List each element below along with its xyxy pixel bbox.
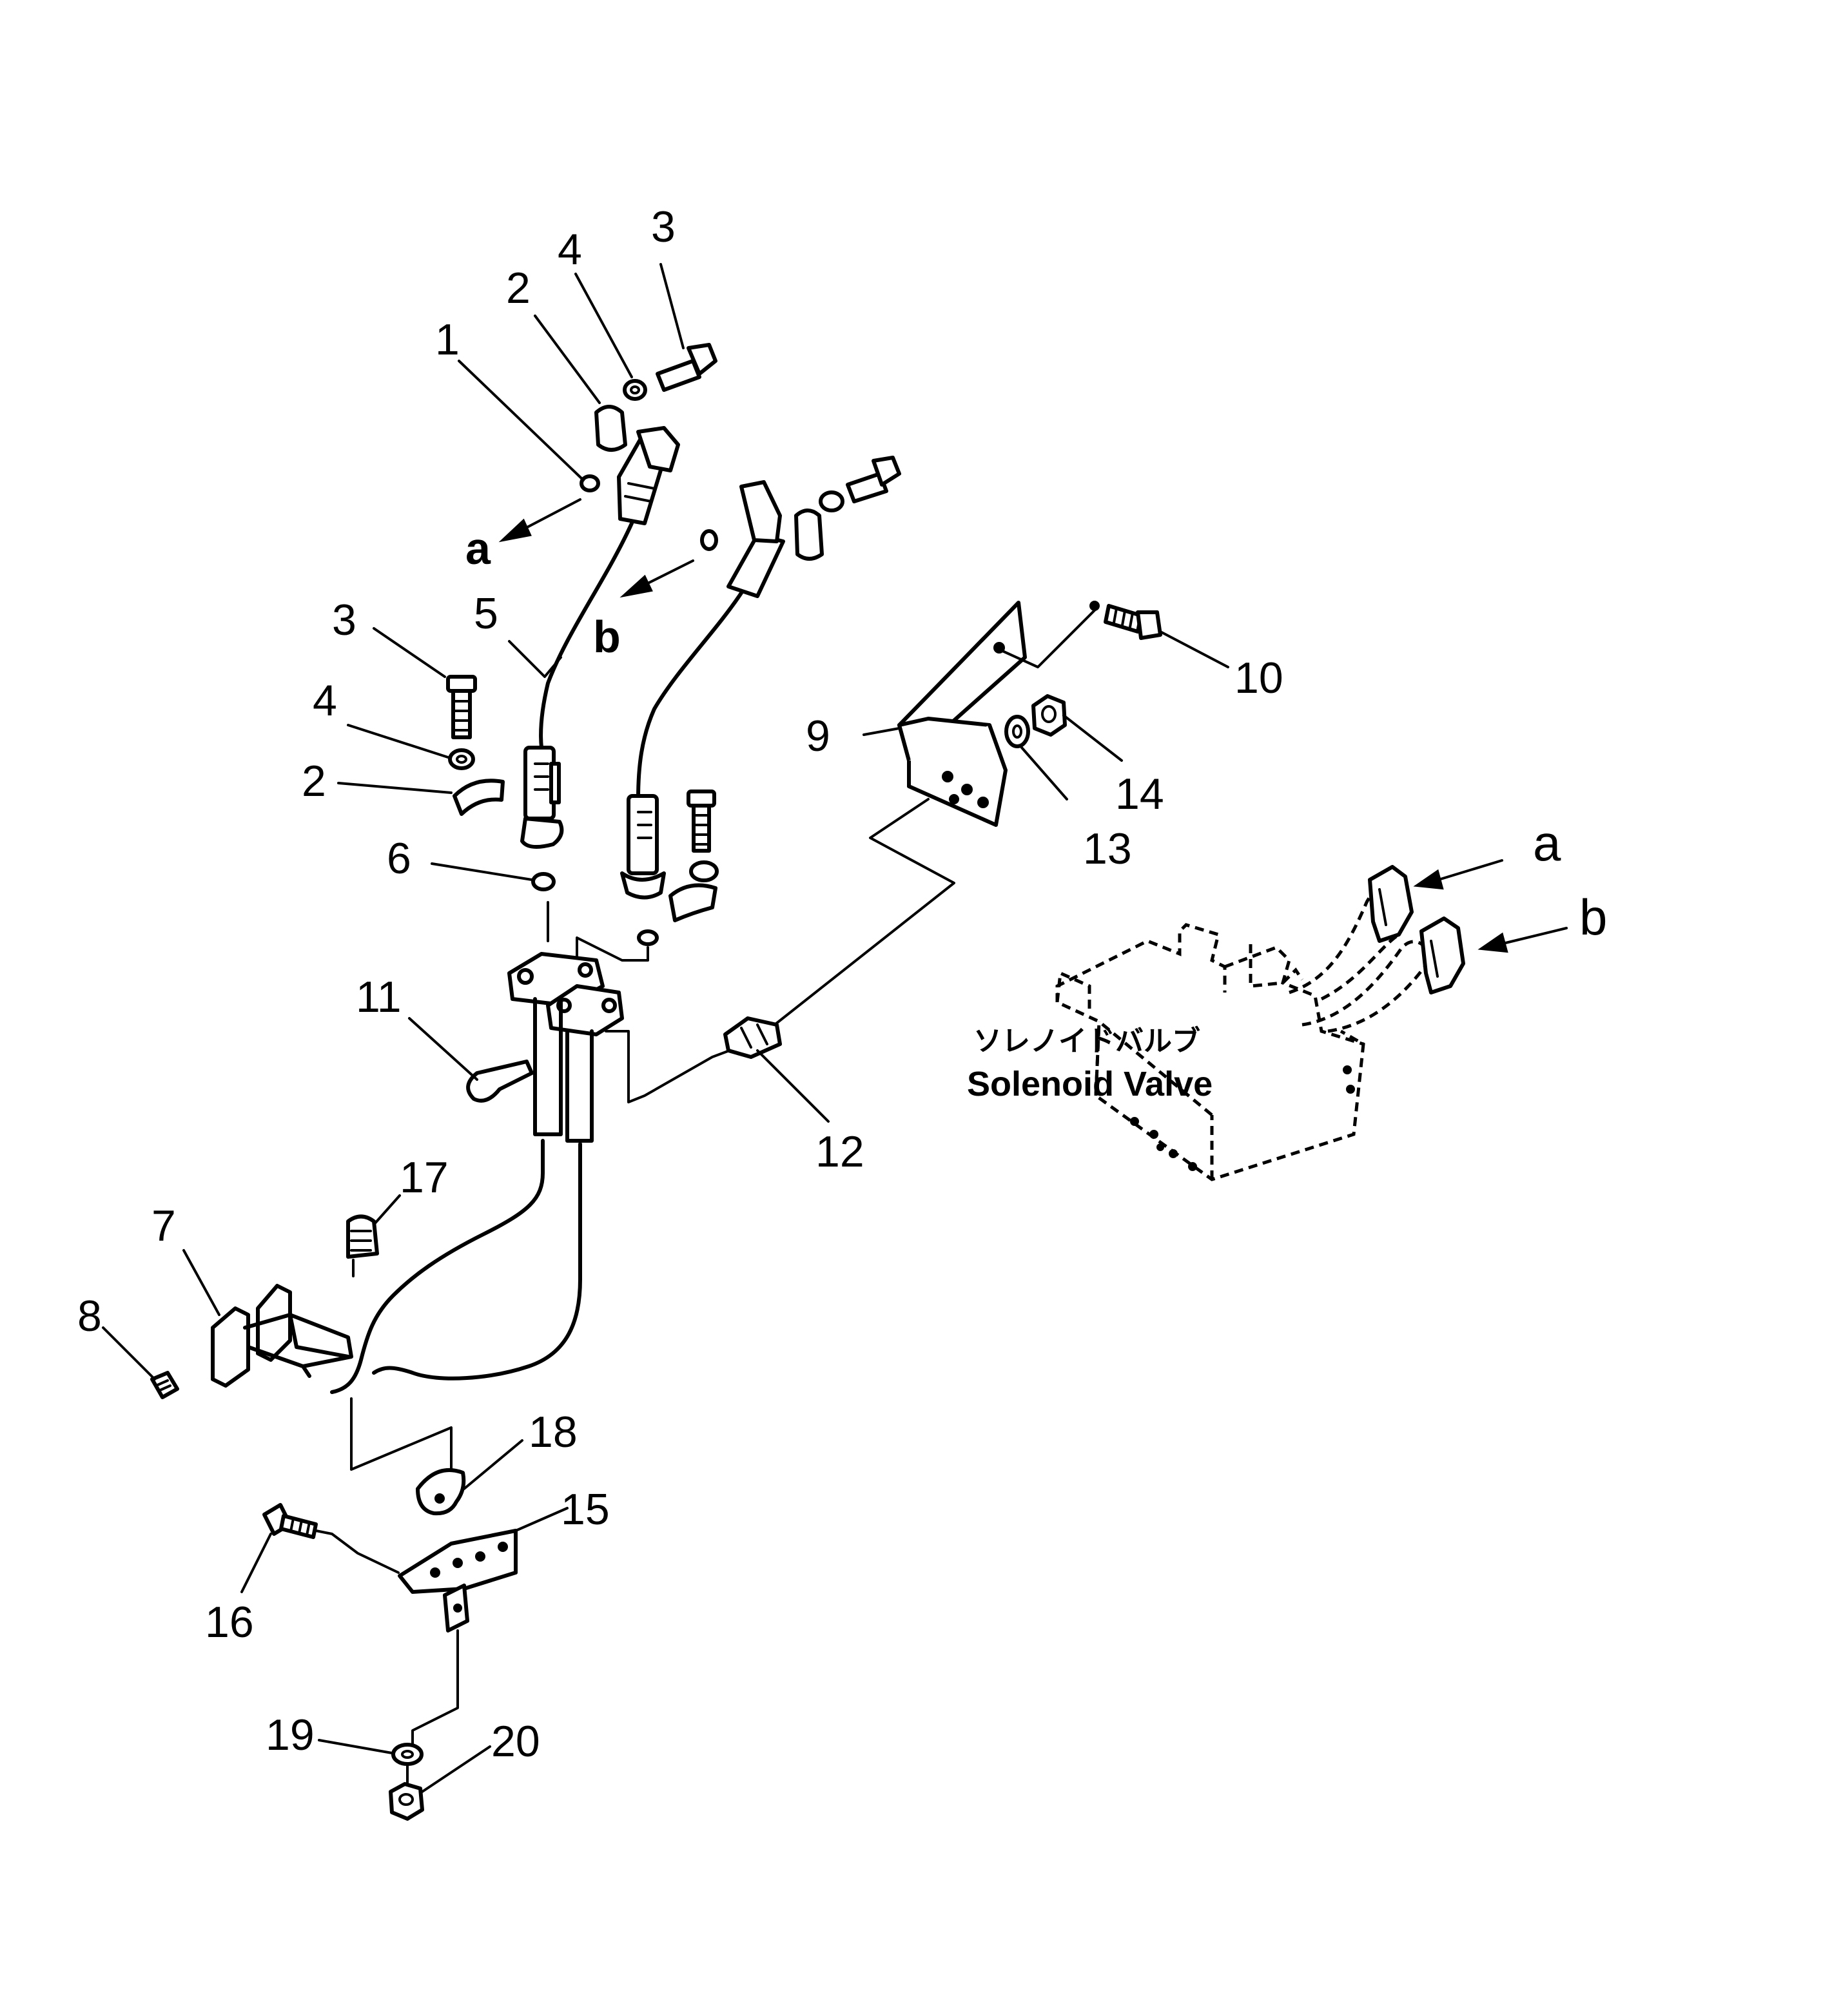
o-ring-6 bbox=[531, 872, 556, 891]
callout-2-mid: 2 bbox=[302, 757, 326, 806]
marker-b-left: b bbox=[593, 612, 621, 662]
bracket-9 bbox=[897, 601, 1027, 827]
callout-12: 12 bbox=[815, 1127, 864, 1176]
bolt-16 bbox=[262, 1503, 318, 1539]
washer-b-top bbox=[819, 490, 844, 512]
callout-7: 7 bbox=[151, 1201, 176, 1250]
callout-3-mid: 3 bbox=[332, 596, 356, 645]
callout-4-top: 4 bbox=[558, 225, 582, 274]
callout-15: 15 bbox=[561, 1485, 610, 1534]
bolt-b-top bbox=[846, 456, 901, 503]
washer-4-mid bbox=[448, 748, 475, 770]
arrow-a-left bbox=[498, 498, 581, 543]
pipe-left bbox=[533, 997, 563, 1136]
split-flange-b-top bbox=[794, 509, 824, 561]
o-ring-lower-b bbox=[637, 929, 659, 946]
callout-2-top: 2 bbox=[506, 264, 531, 313]
bolt-3-lower-b bbox=[687, 790, 716, 853]
split-flange-2-mid bbox=[453, 779, 505, 816]
marker-a-left: a bbox=[465, 523, 491, 574]
pipe-right bbox=[565, 1029, 594, 1143]
split-flange-2-top bbox=[594, 405, 627, 452]
clamp-12 bbox=[723, 1016, 782, 1059]
hose-b-upper-fitting bbox=[726, 480, 785, 598]
arrow-b-left bbox=[619, 559, 694, 598]
hose-b-lower-fitting bbox=[620, 794, 666, 900]
callout-9: 9 bbox=[806, 712, 830, 761]
bolt-3-top bbox=[656, 343, 717, 392]
pipe-flange-block bbox=[507, 952, 624, 1036]
callout-19: 19 bbox=[266, 1711, 315, 1759]
callout-14: 14 bbox=[1115, 770, 1164, 819]
hose-a-upper-fitting bbox=[617, 426, 680, 525]
leader-lines bbox=[102, 263, 1229, 1793]
callout-8: 8 bbox=[77, 1292, 102, 1341]
marker-a-right: a bbox=[1533, 815, 1561, 871]
callout-4-mid: 4 bbox=[313, 676, 337, 725]
callout-20: 20 bbox=[491, 1717, 540, 1766]
flange-7 bbox=[211, 1284, 353, 1388]
bolt-3-mid bbox=[446, 675, 477, 739]
nut-20 bbox=[389, 1782, 424, 1821]
solenoid-valve-label-en: Solenoid Valve bbox=[967, 1065, 1213, 1103]
callout-numbers: 3 4 2 1 5 3 4 2 6 11 12 9 10 13 14 7 8 1… bbox=[77, 202, 1283, 1766]
washer-19 bbox=[391, 1743, 424, 1766]
clamp-17 bbox=[346, 1214, 379, 1277]
pipe-clamp-11 bbox=[466, 1060, 534, 1103]
clamp-18 bbox=[416, 1468, 466, 1516]
solenoid-valve: ソレノイドバルブ Solenoid Valve bbox=[967, 865, 1465, 1181]
hose-b bbox=[636, 591, 743, 801]
callout-5: 5 bbox=[474, 589, 498, 638]
callout-6: 6 bbox=[387, 834, 411, 883]
callout-16: 16 bbox=[205, 1598, 254, 1647]
o-ring-1 bbox=[580, 474, 600, 492]
bolt-10 bbox=[1089, 601, 1162, 640]
arrow-a-right bbox=[1413, 859, 1503, 890]
callout-3-top: 3 bbox=[651, 202, 676, 251]
hose-a-lower-fitting bbox=[520, 746, 564, 849]
washer-13 bbox=[1004, 715, 1030, 748]
plug-8 bbox=[150, 1371, 179, 1399]
callout-1: 1 bbox=[435, 315, 460, 364]
callout-11: 11 bbox=[356, 973, 402, 1022]
solenoid-valve-label-jp: ソレノイドバルブ bbox=[973, 1025, 1200, 1058]
washer-lower-b bbox=[689, 860, 719, 882]
letter-markers: a b a b bbox=[465, 523, 1607, 945]
o-ring-b-top bbox=[700, 529, 718, 551]
marker-b-right: b bbox=[1579, 889, 1607, 945]
callout-18: 18 bbox=[529, 1408, 578, 1457]
split-flange-lower-b bbox=[668, 883, 717, 922]
callout-10: 10 bbox=[1234, 654, 1283, 703]
pipe-run-left bbox=[330, 1139, 582, 1394]
nut-14 bbox=[1031, 694, 1067, 737]
arrow-b-right bbox=[1477, 927, 1568, 953]
washer-4-top bbox=[623, 379, 647, 401]
callout-13: 13 bbox=[1083, 824, 1132, 873]
bracket-15 bbox=[398, 1529, 518, 1633]
callout-17: 17 bbox=[400, 1153, 449, 1202]
